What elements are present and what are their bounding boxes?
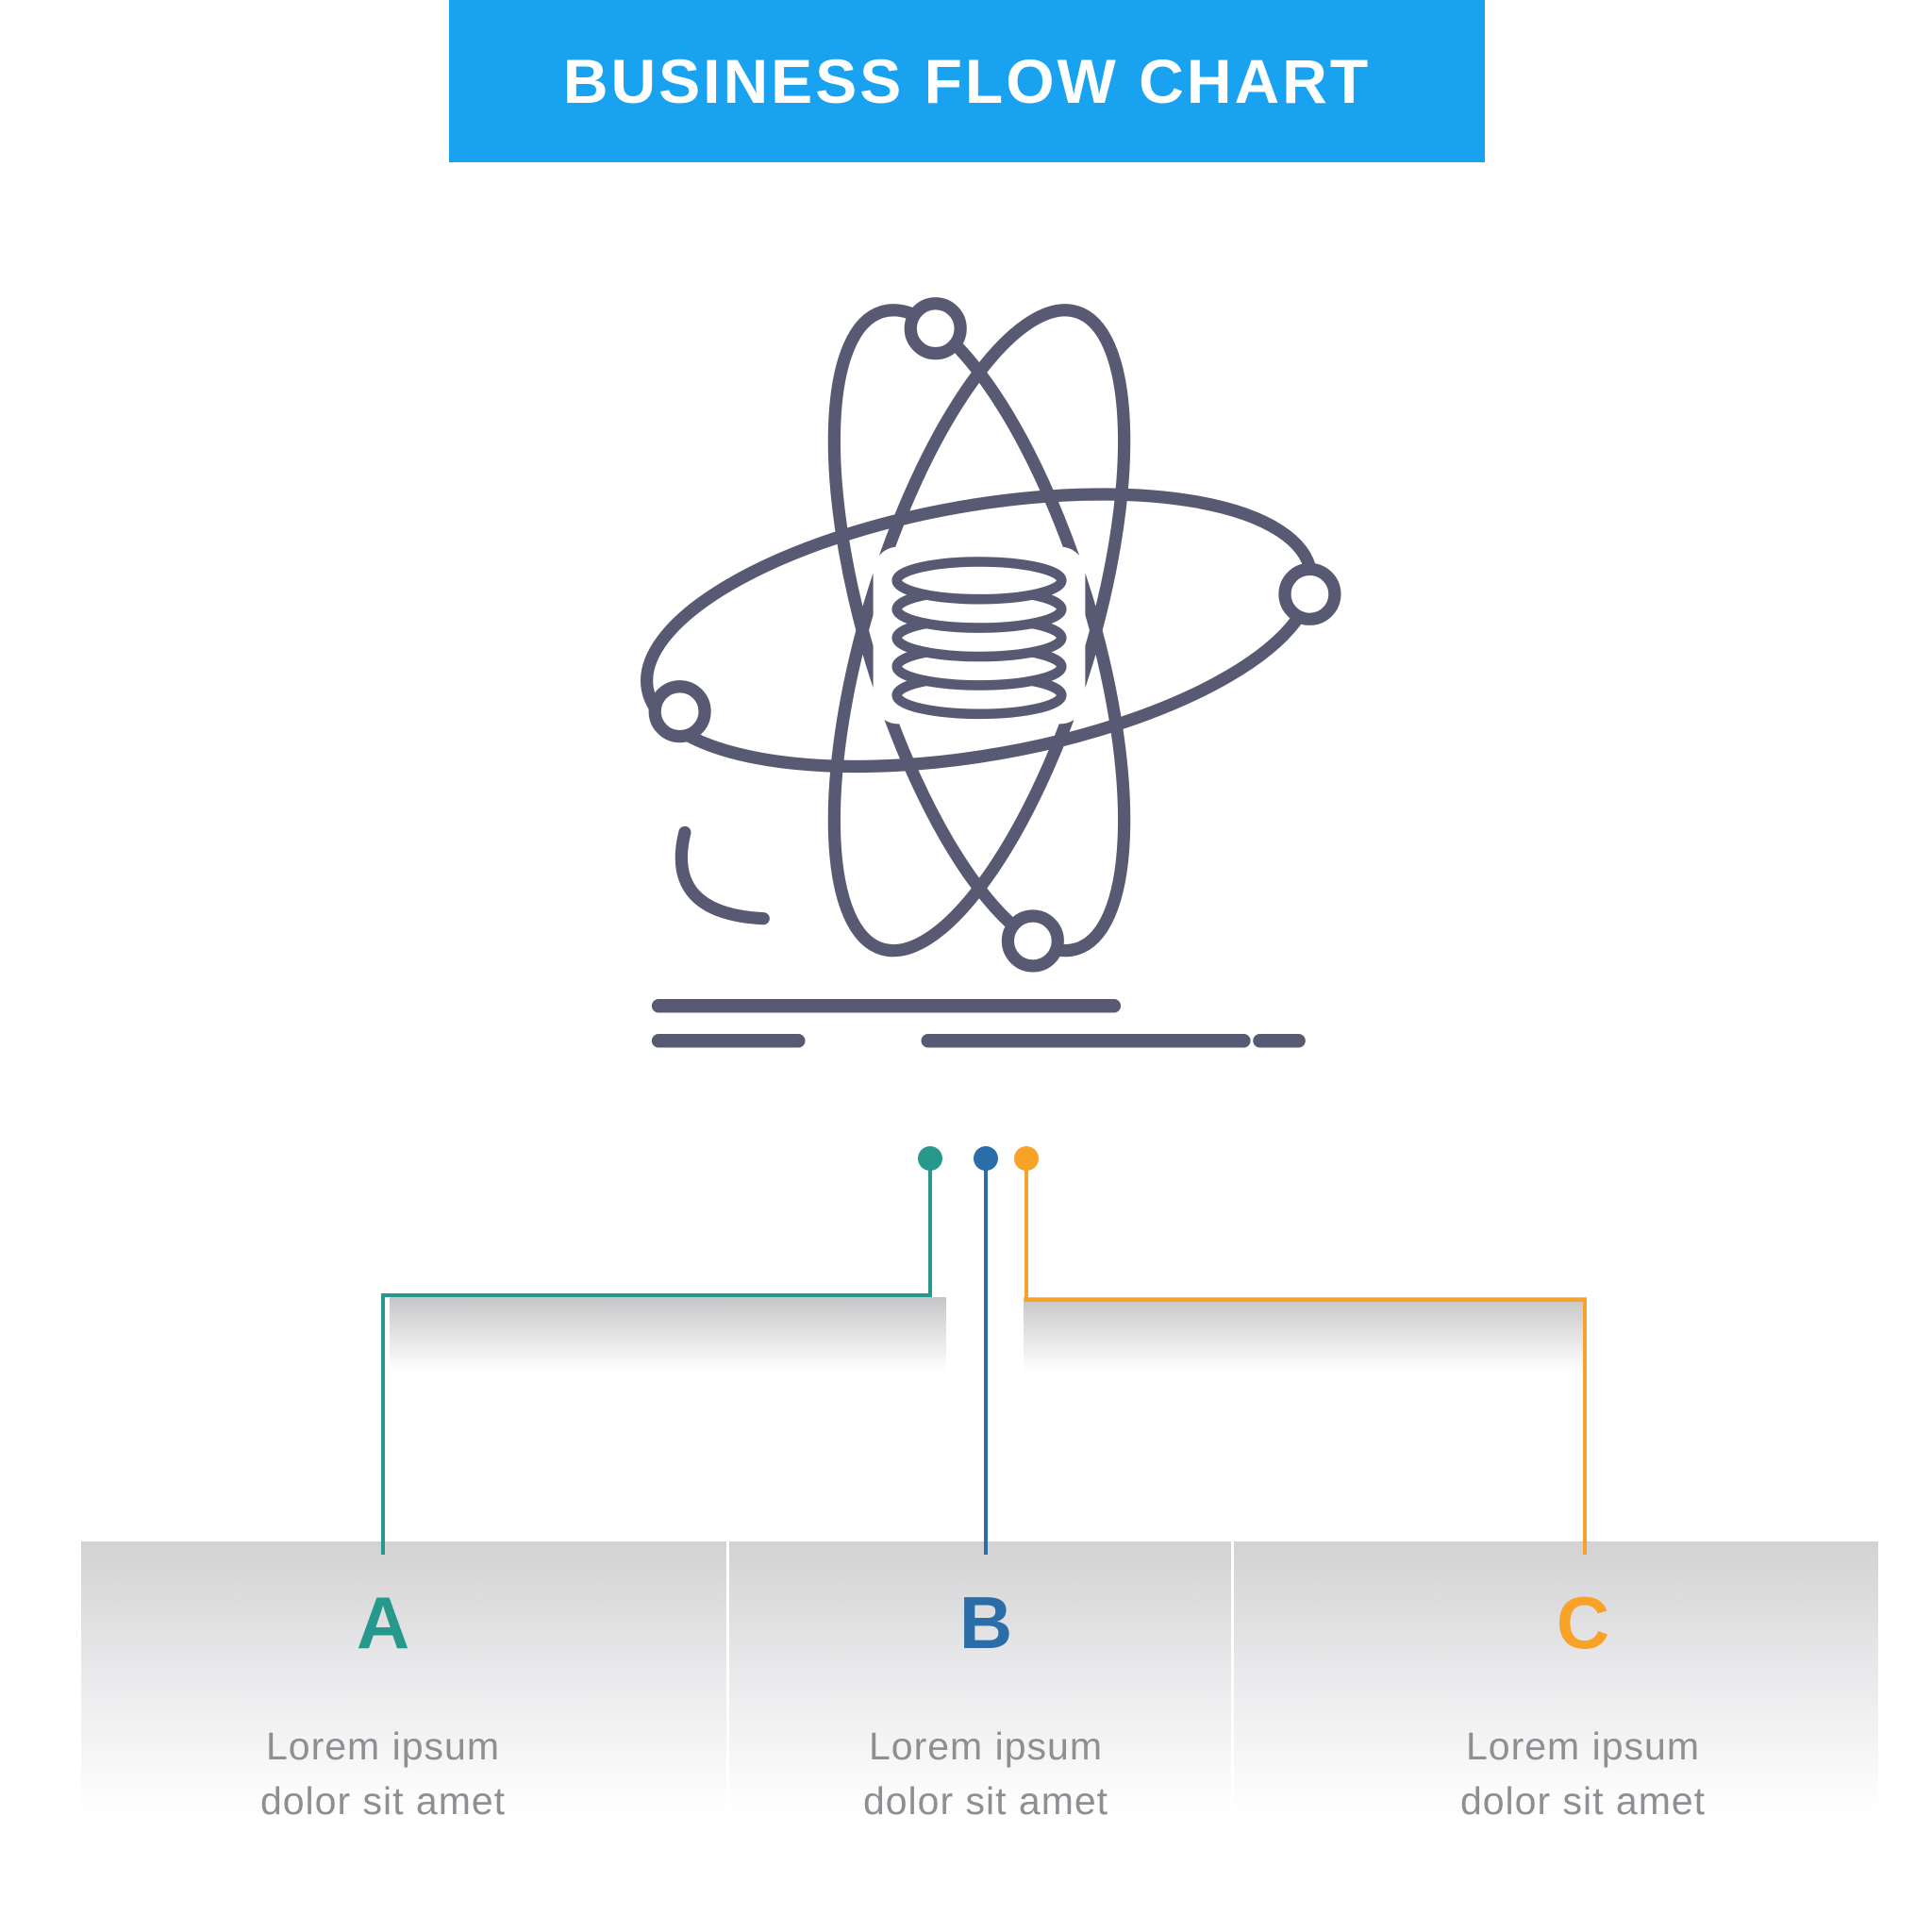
step-text-line: dolor sit amet <box>862 1779 1109 1823</box>
connector-line-c-vertical <box>1024 1160 1028 1302</box>
step-panel-b <box>729 1541 1231 1911</box>
step-text-line: dolor sit amet <box>259 1779 507 1823</box>
step-text-line: Lorem ipsum <box>869 1724 1103 1768</box>
orbit-ellipse <box>827 304 1131 958</box>
connector-line-a-drop <box>381 1293 385 1555</box>
step-label-b: B <box>958 1581 1013 1664</box>
atom-data-icon <box>641 297 1341 1048</box>
connector-line-a-horizontal <box>381 1293 932 1297</box>
connector-dot-c <box>1014 1146 1039 1171</box>
step-text-b: Lorem ipsum dolor sit amet <box>778 1719 1193 1828</box>
connector-line-a-vertical <box>928 1160 932 1295</box>
orbit-arc-fragment <box>675 825 770 925</box>
step-text-line: dolor sit amet <box>1459 1779 1707 1823</box>
connector-line-c-horizontal <box>1024 1298 1587 1302</box>
connector-line-c-drop <box>1583 1298 1587 1555</box>
step-text-line: Lorem ipsum <box>266 1724 500 1768</box>
step-panel-a <box>81 1541 726 1911</box>
data-stack-icon <box>891 557 1067 720</box>
step-text-a: Lorem ipsum dolor sit amet <box>175 1719 591 1828</box>
page-title: BUSINESS FLOW CHART <box>562 46 1372 116</box>
orbit-ellipse <box>827 304 1131 958</box>
electron-dot <box>1001 909 1064 973</box>
electron-dot <box>1278 562 1341 625</box>
connector-line-b-drop <box>984 1160 988 1555</box>
ground-lines <box>651 998 1306 1048</box>
connector-dot-a <box>918 1146 942 1171</box>
electrons <box>648 297 1341 973</box>
step-panel-c <box>1234 1541 1878 1911</box>
step-text-c: Lorem ipsum dolor sit amet <box>1375 1719 1790 1828</box>
step-label-c: C <box>1556 1581 1610 1664</box>
step-text-line: Lorem ipsum <box>1466 1724 1700 1768</box>
step-label-a: A <box>356 1581 410 1664</box>
connector-dot-b <box>974 1146 998 1171</box>
header-banner: BUSINESS FLOW CHART <box>449 0 1485 162</box>
electron-dot <box>904 297 967 360</box>
electron-dot <box>648 680 711 743</box>
